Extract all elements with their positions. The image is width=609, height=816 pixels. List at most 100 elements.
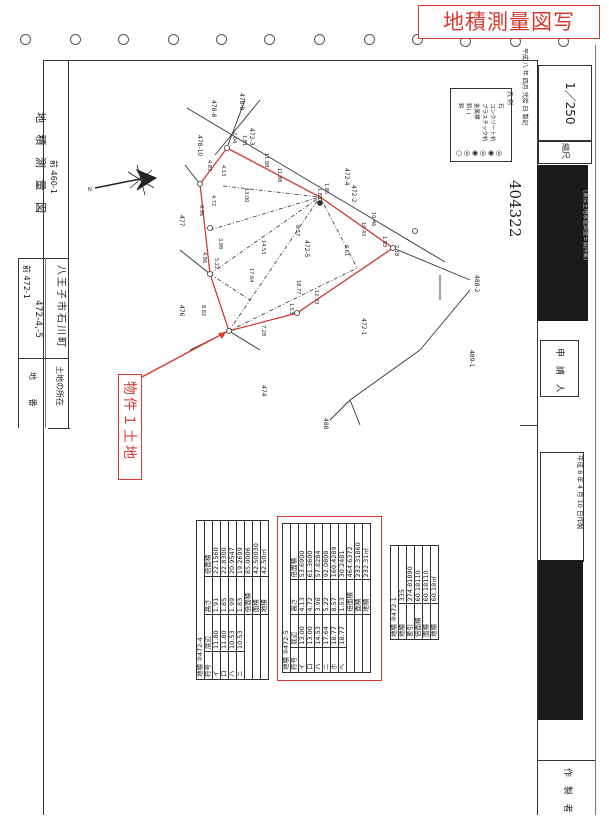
table-cell: [346, 614, 355, 673]
parcel-label: 488: [322, 418, 329, 430]
punch-hole: [264, 34, 275, 45]
svg-text:N: N: [88, 187, 92, 193]
annotation-arrow: [139, 331, 227, 379]
calc-line: [228, 267, 358, 332]
marker: [294, 310, 300, 316]
punch-hole: [412, 34, 423, 45]
punch-hole: [70, 34, 81, 45]
distance-label: 5.22: [213, 258, 219, 269]
parcel-label: 472-1: [360, 318, 367, 336]
calc-line: [222, 185, 321, 198]
table-cell: [354, 614, 363, 673]
marker: [226, 328, 232, 334]
punch-hole: [118, 34, 129, 45]
boundary-line: [186, 107, 446, 263]
header-row-divider: [18, 258, 68, 259]
header-divider: [68, 60, 69, 428]
distance-label: 6.61: [343, 245, 349, 256]
table-cell: 地積: [430, 603, 439, 640]
north-arrow-icon: N: [88, 164, 158, 196]
parcel-label: 477: [178, 215, 185, 227]
creator-divider: [538, 760, 595, 761]
boundary-line: [349, 399, 361, 426]
table-cell: [362, 614, 371, 673]
table-cell: 地積: [260, 576, 269, 615]
legend-symbol-icon: ◉: [472, 149, 479, 157]
boundary-line: [349, 349, 421, 401]
boundary-markers: [197, 145, 418, 334]
distance-label: 1.83: [381, 236, 387, 247]
tick: [48, 428, 70, 429]
table-cell: [252, 614, 261, 680]
boundary-lines: [179, 99, 471, 426]
table-row: 地積 ⑩472-5: [282, 523, 291, 673]
legend-box: 凡 例 石◎コンクリート杭◉プラスチック杭◎金属標◉鋲( )◎鋲○: [450, 88, 513, 162]
boundary-line: [228, 330, 261, 351]
marker: [197, 181, 203, 187]
distance-label: 11.88: [263, 153, 269, 167]
calc-line: [209, 196, 321, 231]
frame-top: [43, 60, 538, 61]
boundary-line: [184, 164, 201, 185]
marker: [317, 200, 323, 206]
distance-label: 13.00: [243, 188, 249, 202]
distance-label: 1.53: [288, 303, 294, 314]
applicant-box: [540, 340, 579, 397]
distance-label: 2.04: [231, 132, 237, 143]
calc-line: [319, 196, 358, 269]
calc-line: [228, 196, 321, 332]
distance-label: 11.88: [276, 168, 282, 182]
boundary-line: [227, 99, 246, 146]
table-cell: [244, 614, 253, 680]
marker: [207, 225, 213, 231]
distance-label: 7.28: [260, 325, 266, 336]
table-cell: ヘ: [338, 647, 347, 673]
calc-line: [209, 196, 321, 275]
distance-label: 14.53: [260, 240, 266, 254]
parcel-label: 478-10: [196, 135, 203, 156]
table-cell: 10.53: [236, 614, 245, 652]
subject-parcel-outline: [199, 147, 395, 332]
table-cell: [260, 614, 269, 680]
parcel-label: 478-8: [210, 100, 217, 118]
boundary-line: [214, 99, 261, 156]
distance-label: 10.46: [370, 212, 376, 226]
distance-label: 12.73: [313, 290, 319, 304]
legend-symbol-icon: ◎: [480, 149, 487, 157]
boundary-line: [392, 247, 471, 281]
annotation-label: 物件１土地: [118, 374, 142, 480]
arrow-head-icon: [218, 332, 226, 339]
punch-hole: [20, 34, 31, 45]
distance-label: 1.81: [241, 135, 247, 146]
marker: [390, 245, 396, 251]
parcel-label: 472-2: [350, 185, 357, 203]
header-column-divider: [45, 258, 46, 428]
stamp-label: 地積測量図写: [418, 5, 600, 39]
table-cell: 42.50㎡: [260, 520, 269, 577]
punch-hole: [314, 34, 325, 45]
distance-label: 3.98: [217, 238, 223, 249]
distance-label: 18.77: [295, 280, 301, 294]
distance-label: 1.85: [316, 188, 322, 199]
distance-label: 4.86: [201, 252, 207, 263]
boundary-line: [419, 289, 471, 351]
marker: [224, 145, 230, 151]
distance-label: 10.43: [360, 222, 366, 236]
annotation-text: 物件１土地: [121, 381, 137, 461]
parcel-label: 478-8: [238, 93, 245, 111]
distance-label: 8.82: [200, 305, 206, 316]
marker: [412, 228, 418, 234]
distance-label: 6.96: [198, 205, 204, 216]
marker: [207, 271, 213, 277]
